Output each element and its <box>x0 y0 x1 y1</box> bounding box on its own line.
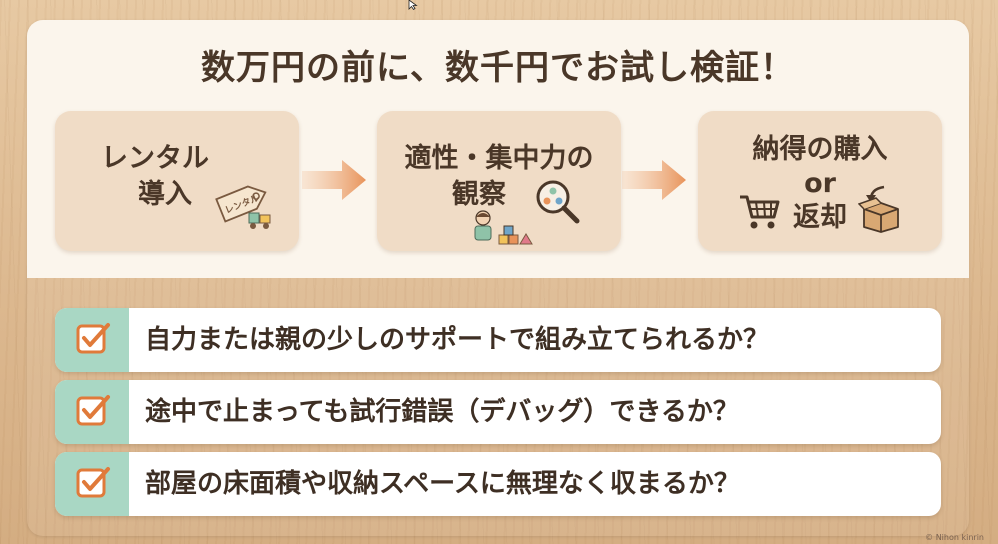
checklist-item: 途中で止まっても試行錯誤（デバッグ）できるか？ <box>55 380 941 444</box>
checklist-item: 部屋の床面積や収納スペースに無理なく収まるか？ <box>55 452 941 516</box>
step-card-observe: 適性・集中力の 観察 <box>377 111 621 251</box>
checkbox-checked-icon <box>76 323 110 354</box>
step-card-rental: レンタル 導入 レンタル <box>55 111 299 251</box>
magnifier-icon <box>536 180 580 224</box>
rental-tag-icon: レンタル <box>215 185 271 229</box>
shopping-cart-icon <box>740 195 780 229</box>
page-title: 数万円の前に、数千円でお試し検証！ <box>201 48 795 88</box>
checklist-text: 途中で止まっても試行錯誤（デバッグ）できるか？ <box>145 397 739 427</box>
mouse-cursor-icon <box>408 0 418 10</box>
checklist-item: 自力または親の少しのサポートで組み立てられるか？ <box>55 308 941 372</box>
flow-arrow-icon <box>622 160 686 200</box>
checklist-text: 部屋の床面積や収納スペースに無理なく収まるか？ <box>145 469 740 499</box>
child-blocks-icon <box>474 210 533 245</box>
credit-text: © Nihon kinrin <box>925 533 984 542</box>
checklist-text: 自力または親の少しのサポートで組み立てられるか？ <box>145 325 770 355</box>
step-label: 納得の購入 or 返却 <box>752 134 888 233</box>
step-label: 適性・集中力の 観察 <box>404 143 594 210</box>
checkbox-checked-icon <box>76 467 110 498</box>
flow-arrow-icon <box>302 160 366 200</box>
step-card-decide: 納得の購入 or 返却 <box>698 111 942 251</box>
return-box-icon <box>858 185 899 233</box>
step-label: レンタル 導入 <box>101 143 209 210</box>
checkbox-checked-icon <box>76 395 110 426</box>
